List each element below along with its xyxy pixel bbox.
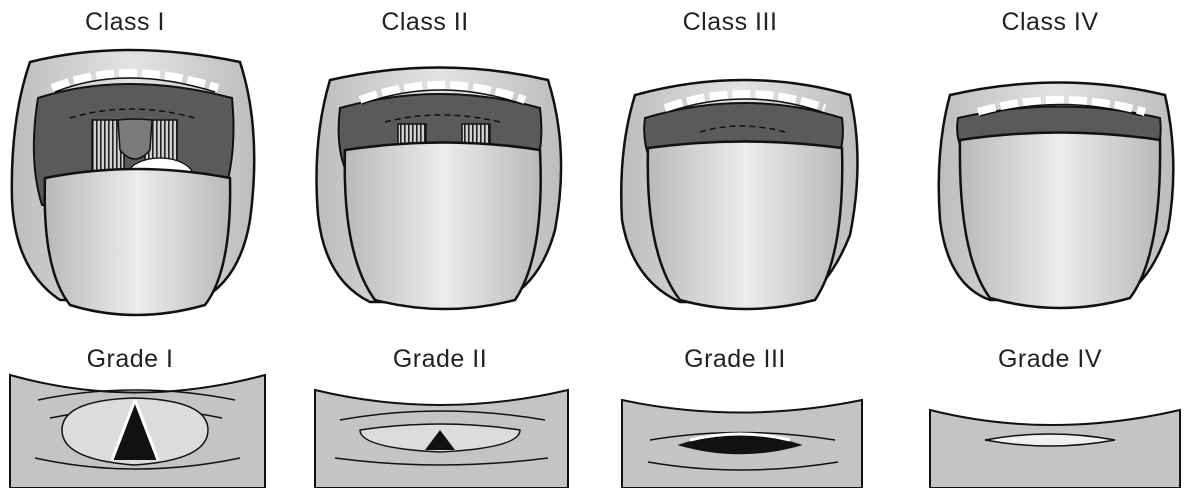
class-iii-mouth xyxy=(621,80,857,309)
class-i-mouth xyxy=(12,50,254,315)
larynx-illustrations xyxy=(0,370,1187,488)
mallampati-illustrations xyxy=(0,0,1187,345)
class-ii-mouth xyxy=(317,68,562,310)
grade-iv-view xyxy=(930,410,1180,488)
grade-i-view xyxy=(10,375,265,488)
class-iv-mouth xyxy=(939,83,1174,309)
grade-ii-view xyxy=(315,390,568,488)
grade-iii-view xyxy=(622,400,862,488)
